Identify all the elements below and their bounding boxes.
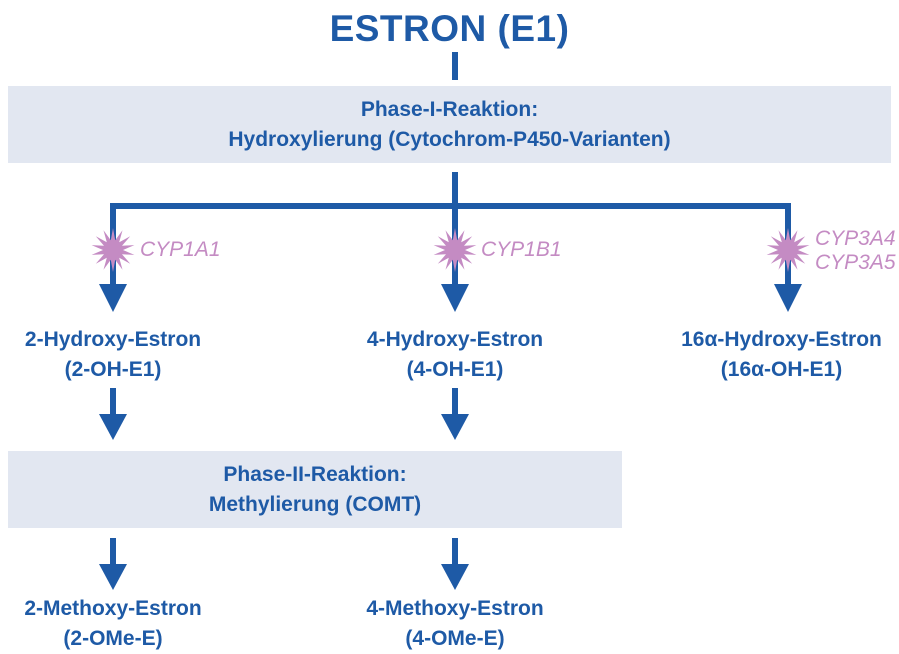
- node-4-methoxy-estron: 4-Methoxy-Estron (4-OMe-E): [342, 594, 568, 654]
- down-arrow-icon: [441, 284, 469, 312]
- node-abbr: (2-OMe-E): [63, 627, 163, 650]
- node-2-methoxy-estron: 2-Methoxy-Estron (2-OMe-E): [0, 594, 226, 654]
- phase2-heading: Phase-II-Reaktion:: [223, 462, 407, 486]
- down-arrow-icon: [99, 564, 127, 590]
- node-abbr: (4-OMe-E): [405, 627, 505, 650]
- node-abbr: (16α-OH-E1): [720, 358, 843, 381]
- page-title: ESTRON (E1): [329, 8, 570, 49]
- node-abbr: (4-OH-E1): [406, 358, 504, 381]
- node-name: 16α-Hydroxy-Estron: [681, 328, 882, 351]
- down-arrow-icon: [441, 414, 469, 440]
- enzyme-label-left: CYP1A1: [140, 238, 221, 261]
- starburst-icon: [433, 228, 477, 272]
- enzyme-label-right: CYP3A4 CYP3A5: [815, 227, 896, 275]
- node-2-hydroxy-estron: 2-Hydroxy-Estron (2-OH-E1): [0, 325, 226, 385]
- node-4-hydroxy-estron: 4-Hydroxy-Estron (4-OH-E1): [342, 325, 568, 385]
- node-name: 2-Methoxy-Estron: [24, 597, 202, 620]
- down-arrow-icon: [441, 564, 469, 590]
- node-abbr: (2-OH-E1): [64, 358, 162, 381]
- node-name: 4-Hydroxy-Estron: [366, 328, 544, 351]
- down-arrow-icon: [99, 284, 127, 312]
- node-name: 2-Hydroxy-Estron: [24, 328, 202, 351]
- phase1-heading: Phase-I-Reaktion:: [360, 97, 539, 121]
- enzyme-label-middle: CYP1B1: [481, 238, 562, 261]
- node-name: 4-Methoxy-Estron: [366, 597, 544, 620]
- phase1-description: Hydroxylierung (Cytochrom-P450-Varianten…: [228, 127, 671, 151]
- starburst-icon: [91, 228, 135, 272]
- enzyme-label-right-1: CYP3A4: [815, 227, 896, 250]
- down-arrow-icon: [774, 284, 802, 312]
- phase2-box: Phase-II-Reaktion: Methylierung (COMT): [8, 451, 622, 528]
- starburst-icon: [766, 228, 810, 272]
- phase2-description: Methylierung (COMT): [208, 492, 422, 516]
- enzyme-label-right-2: CYP3A5: [815, 251, 896, 274]
- down-arrow-icon: [99, 414, 127, 440]
- phase1-box: Phase-I-Reaktion: Hydroxylierung (Cytoch…: [8, 86, 891, 163]
- node-16a-hydroxy-estron: 16α-Hydroxy-Estron (16α-OH-E1): [664, 325, 899, 385]
